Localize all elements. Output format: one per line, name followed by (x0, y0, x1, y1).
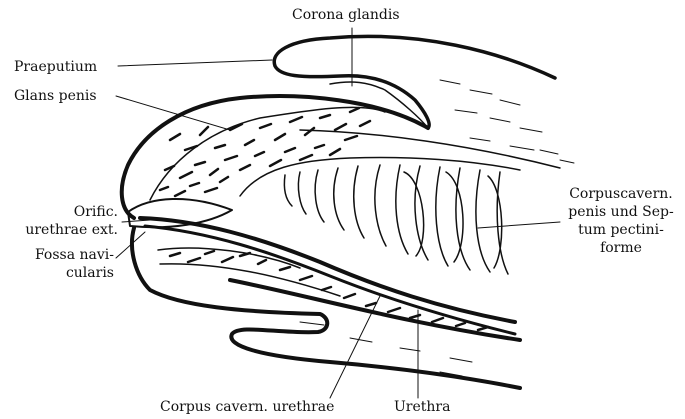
label-orific-urethrae: Orific. urethrae ext. (4, 203, 118, 239)
leader-orific (122, 220, 150, 222)
label-praeputium: Praeputium (14, 58, 97, 76)
leader-praeputium (118, 60, 272, 66)
corpus-urethrae-texture (170, 251, 488, 330)
dorsal-hatching (440, 80, 574, 163)
leader-corpus-penis (478, 222, 560, 228)
glans-texture (160, 108, 370, 196)
corpus-penis-border (240, 158, 520, 197)
label-corpus-cavern-urethrae: Corpus cavern. urethrae (160, 398, 334, 416)
label-fossa-navicularis: Fossa navi- cularis (4, 246, 114, 282)
label-corona-glandis: Corona glandis (292, 6, 400, 24)
label-urethra: Urethra (394, 398, 450, 416)
septum-striations (284, 165, 508, 274)
label-corpus-cavern-penis: Corpuscavern. penis und Sep- tum pectini… (560, 185, 682, 257)
glans-inner-top (150, 107, 385, 200)
label-glans-penis: Glans penis (14, 87, 97, 105)
leader-corpus-urethrae (330, 296, 380, 398)
